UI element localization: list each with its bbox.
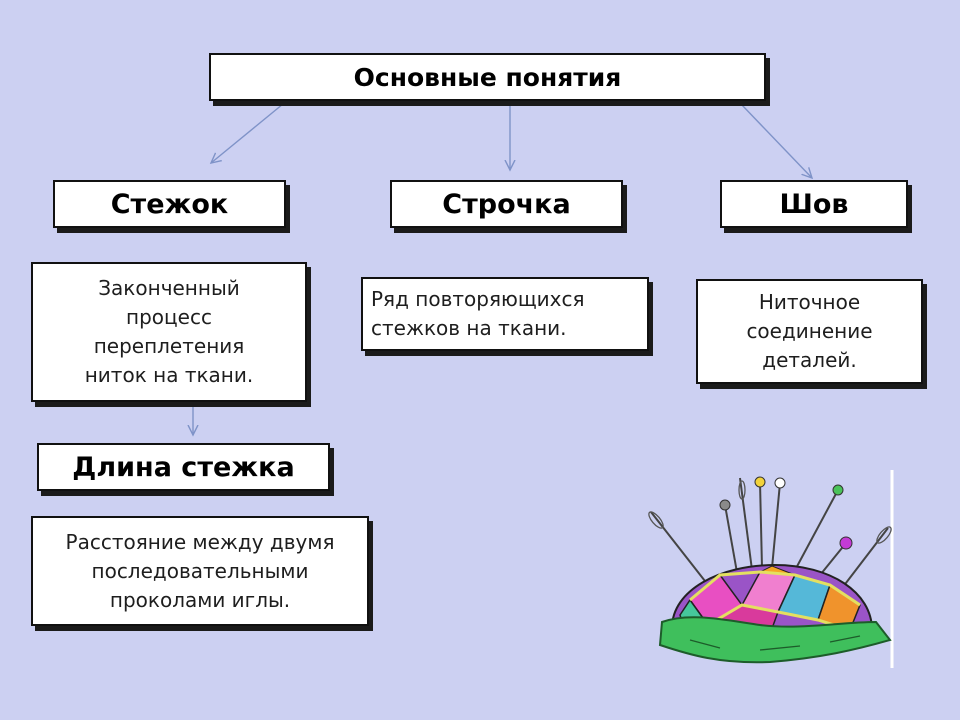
- definition-box-dlina-stezhka: Расстояние между двумя последовательными…: [31, 516, 369, 626]
- arrow-root-to-stezhok: [211, 103, 284, 163]
- definition-box-strochka: Ряд повторяющихся стежков на ткани.: [361, 277, 649, 351]
- term-label-strochka: Строчка: [442, 188, 571, 220]
- root-concept-box: Основные понятия: [209, 53, 766, 101]
- definition-text-shov: Ниточное соединение деталей.: [746, 290, 873, 372]
- term-label-stezhok: Стежок: [110, 188, 229, 220]
- term-box-dlina-stezhka: Длина стежка: [37, 443, 330, 491]
- term-label-dlina-stezhka: Длина стежка: [72, 451, 295, 483]
- root-concept-label: Основные понятия: [353, 62, 622, 92]
- arrow-root-to-shov: [740, 103, 812, 178]
- definition-text-stezhok: Законченный процесс переплетения ниток н…: [84, 276, 254, 387]
- term-box-stezhok: Стежок: [53, 180, 286, 228]
- term-box-strochka: Строчка: [390, 180, 623, 228]
- definition-box-shov: Ниточное соединение деталей.: [696, 279, 923, 384]
- definition-text-dlina-stezhka: Расстояние между двумя последовательными…: [65, 529, 335, 612]
- term-box-shov: Шов: [720, 180, 908, 228]
- term-label-shov: Шов: [779, 188, 849, 220]
- definition-box-stezhok: Законченный процесс переплетения ниток н…: [31, 262, 307, 402]
- definition-text-strochka: Ряд повторяющихся стежков на ткани.: [371, 287, 585, 340]
